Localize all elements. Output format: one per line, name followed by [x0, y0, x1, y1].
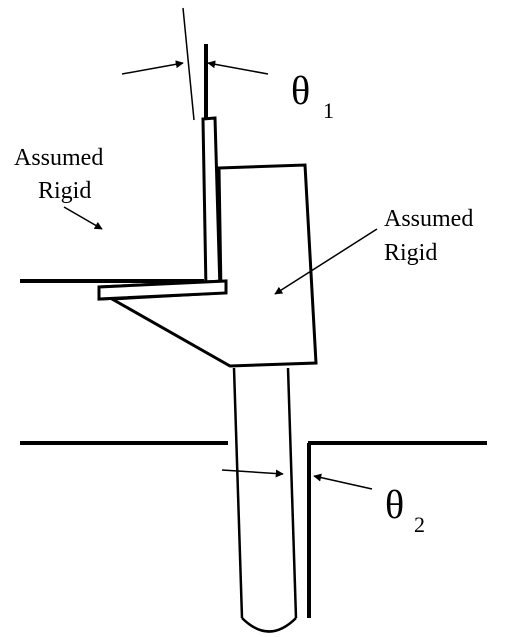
post-right-edge — [286, 367, 298, 619]
theta2-symbol: θ — [385, 482, 404, 527]
theta1-subscript: 1 — [323, 98, 334, 123]
assumed-rigid-left-arrow — [63, 206, 103, 230]
theta1-arrow-left — [121, 60, 184, 75]
theta1-arrow-right — [207, 60, 269, 75]
theta1-symbol: θ — [291, 68, 310, 113]
theta2-subscript: 2 — [414, 512, 425, 537]
theta1-reference-line — [182, 7, 195, 121]
assumed-rigid-left-line1: Assumed — [14, 145, 103, 171]
horizontal-flange-plate-overlay — [97, 279, 228, 301]
assumed-rigid-right-arrow — [274, 228, 378, 295]
theta2-arrow-right — [313, 473, 373, 490]
vertical-flange-plate — [201, 116, 222, 292]
post-bottom-end — [241, 617, 297, 633]
theta2-arrow-left — [221, 469, 284, 478]
assumed-rigid-right-line2: Rigid — [384, 240, 437, 266]
post-left-edge — [232, 367, 244, 619]
assumed-rigid-left-line2: Rigid — [38, 178, 91, 204]
assumed-rigid-right-line1: Assumed — [384, 206, 473, 232]
